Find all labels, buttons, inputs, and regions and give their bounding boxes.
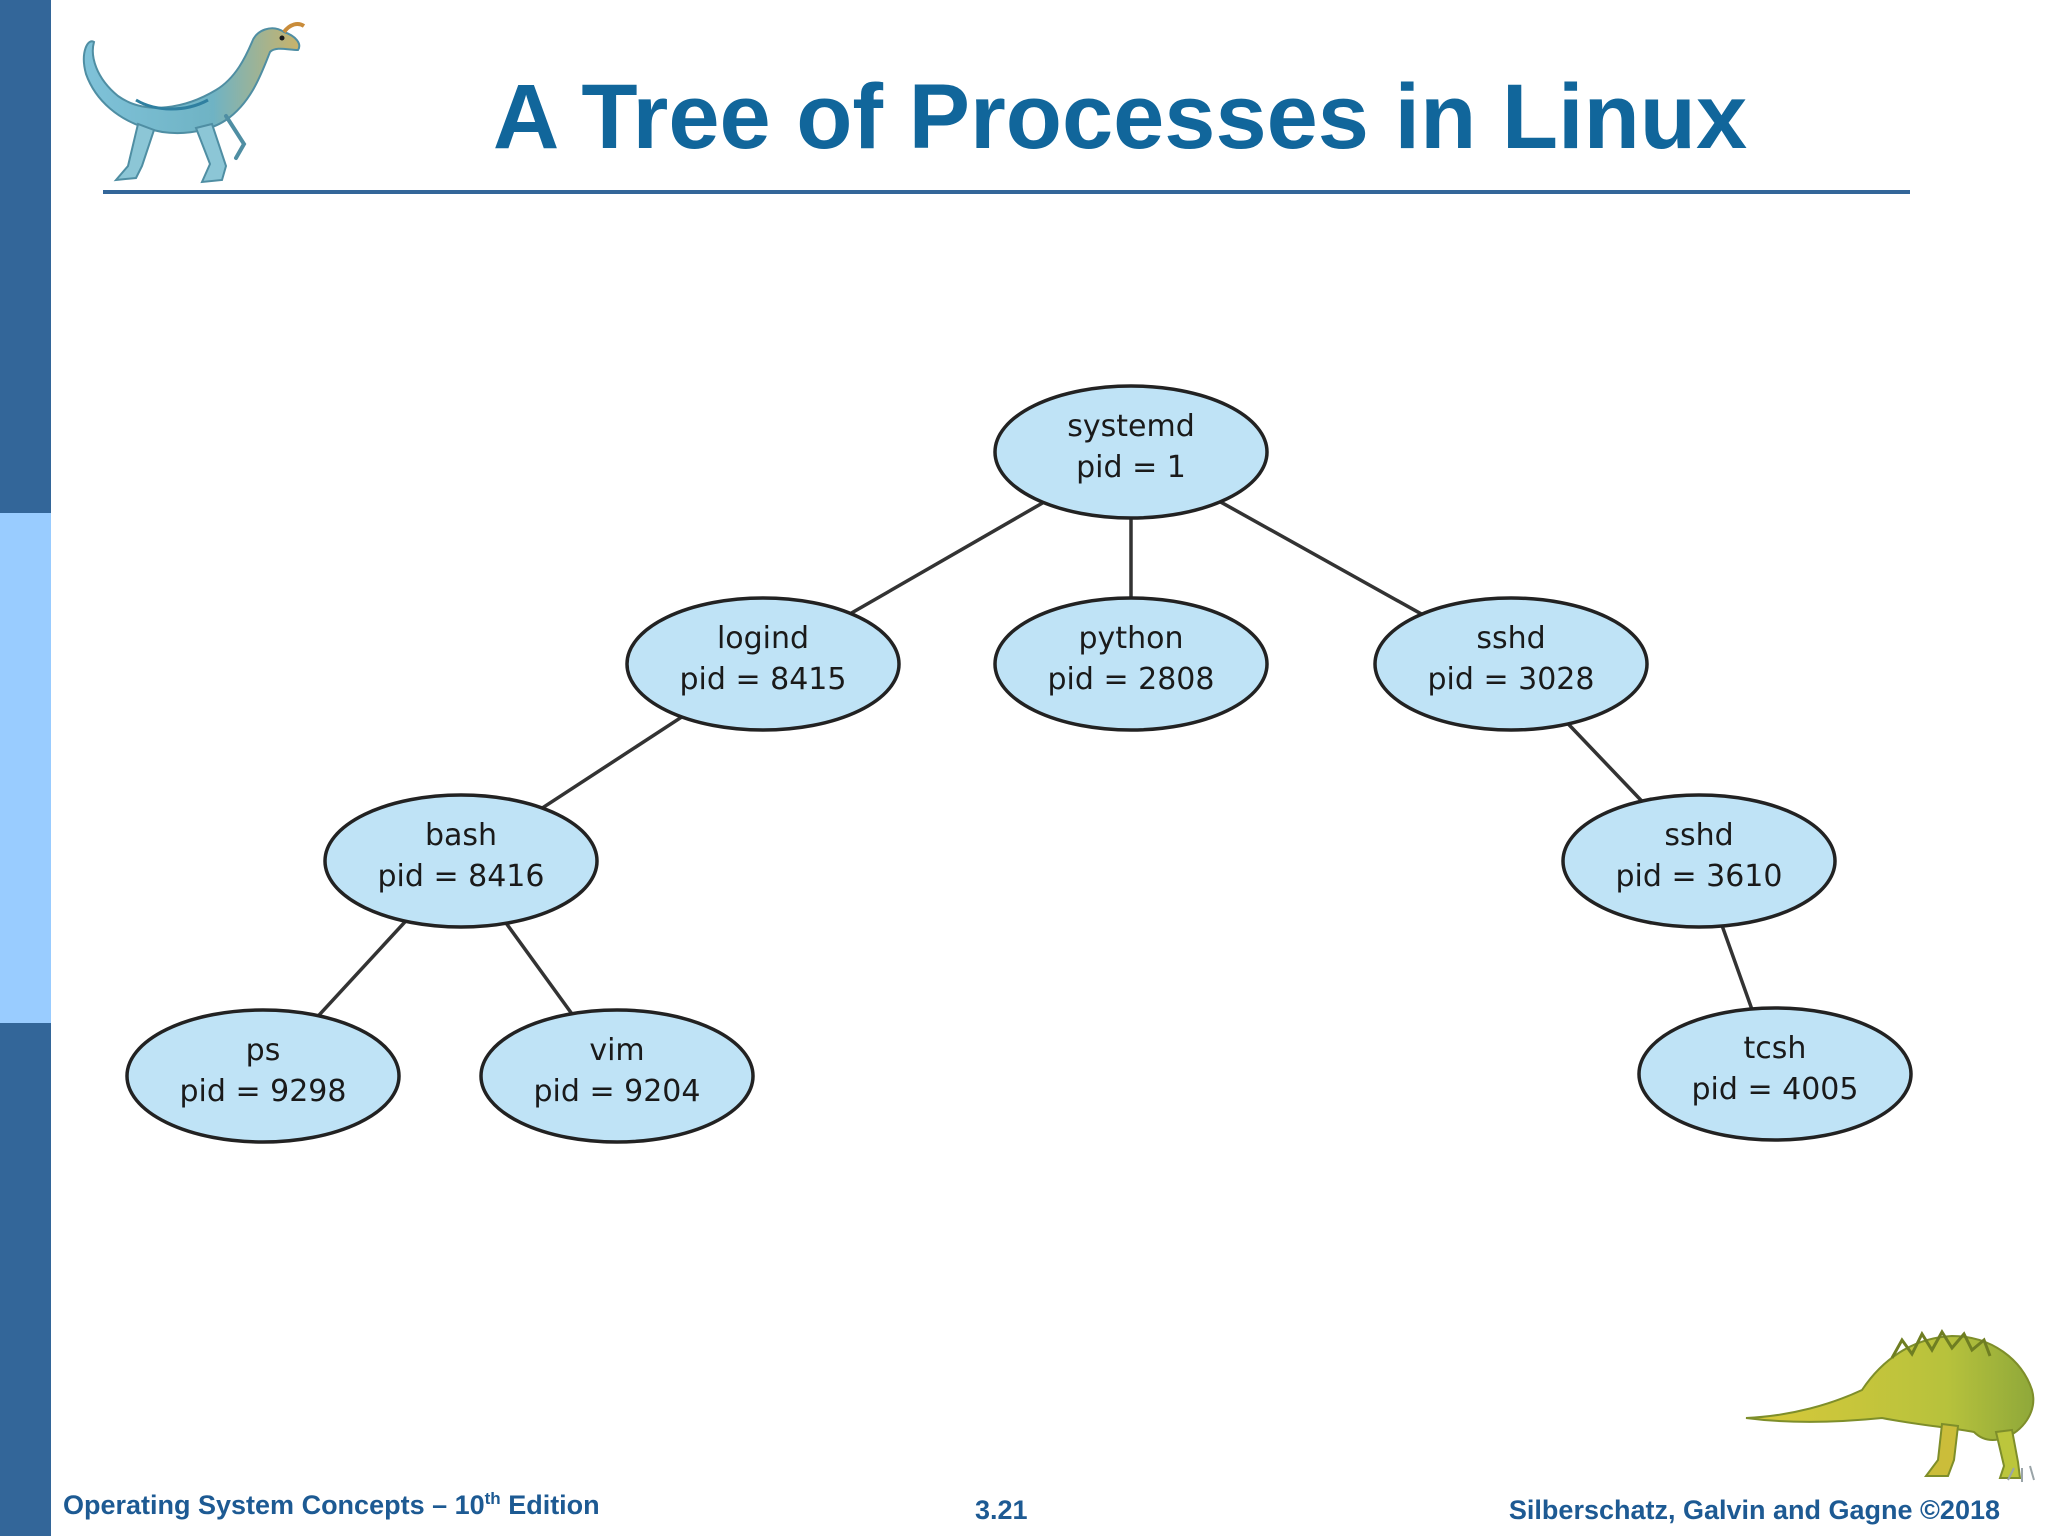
node-name: sshd xyxy=(1664,818,1734,853)
tree-node-sshd-3028 xyxy=(1373,596,1649,732)
tree-edge-systemd-sshd-3028 xyxy=(1219,500,1423,616)
tree-edge-sshd-3028-sshd-3610 xyxy=(1566,722,1644,803)
node-name: logind xyxy=(716,621,810,656)
node-name: python xyxy=(1078,621,1184,656)
footer-edition-superscript: th xyxy=(484,1489,501,1508)
footer-slide-number: 3.21 xyxy=(975,1495,1028,1525)
node-pid: pid = 4005 xyxy=(1691,1072,1859,1107)
node-name: ps xyxy=(245,1033,281,1068)
node-pid: pid = 8415 xyxy=(679,662,847,697)
node-pid: pid = 9204 xyxy=(533,1074,701,1109)
tree-node-vim xyxy=(479,1008,755,1144)
tree-edge-sshd-3610-tcsh xyxy=(1720,925,1754,1010)
tree-node-ps xyxy=(125,1008,401,1144)
node-name: tcsh xyxy=(1743,1031,1807,1066)
tree-edge-logind-bash xyxy=(541,715,683,810)
node-label-vim: vim pid = 9204 xyxy=(480,1030,754,1112)
tree-node-systemd xyxy=(993,384,1269,520)
node-pid: pid = 2808 xyxy=(1047,662,1215,697)
node-label-sshd-3610: sshd pid = 3610 xyxy=(1562,815,1836,897)
sidebar-segment-bottom xyxy=(0,1023,51,1536)
page-title: A Tree of Processes in Linux xyxy=(492,66,1748,168)
node-label-logind: logind pid = 8415 xyxy=(626,618,900,700)
tree-node-logind xyxy=(625,596,901,732)
node-pid: pid = 8416 xyxy=(377,859,545,894)
footer-copyright: Silberschatz, Galvin and Gagne ©2018 xyxy=(1508,1495,2000,1525)
sidebar-segment-top xyxy=(0,0,51,513)
node-pid: pid = 3610 xyxy=(1615,859,1783,894)
tree-edge-bash-vim xyxy=(504,922,574,1015)
node-name: systemd xyxy=(1067,409,1195,444)
dinosaur-icon xyxy=(1745,1329,2035,1482)
sidebar-segment-middle xyxy=(0,513,51,1023)
node-pid: pid = 9298 xyxy=(179,1074,347,1109)
node-label-systemd: systemd pid = 1 xyxy=(994,406,1268,488)
node-name: bash xyxy=(424,818,498,853)
tree-node-bash xyxy=(323,793,599,929)
node-label-python: python pid = 2808 xyxy=(994,618,1268,700)
tree-node-sshd-3610 xyxy=(1561,793,1837,929)
node-label-bash: bash pid = 8416 xyxy=(324,815,598,897)
tree-edge-systemd-logind xyxy=(849,500,1045,616)
tree-node-python xyxy=(993,596,1269,732)
node-label-ps: ps pid = 9298 xyxy=(126,1030,400,1112)
node-pid: pid = 3028 xyxy=(1427,662,1595,697)
tree-edge-bash-ps xyxy=(317,920,407,1017)
footer-book-title-text: Operating System Concepts – 10 xyxy=(63,1490,485,1520)
tree-node-tcsh xyxy=(1637,1006,1913,1142)
footer-book-title: Operating System Concepts – 10th Edition xyxy=(63,1489,600,1521)
node-name: sshd xyxy=(1476,621,1546,656)
dinosaur-icon xyxy=(82,22,306,184)
node-label-tcsh: tcsh pid = 4005 xyxy=(1638,1028,1912,1110)
node-pid: pid = 1 xyxy=(1076,450,1186,485)
node-label-sshd-3028: sshd pid = 3028 xyxy=(1374,618,1648,700)
slide-sidebar xyxy=(0,0,51,1536)
title-rule xyxy=(103,190,1910,194)
footer-edition-suffix: Edition xyxy=(500,1490,600,1520)
node-name: vim xyxy=(589,1033,645,1068)
